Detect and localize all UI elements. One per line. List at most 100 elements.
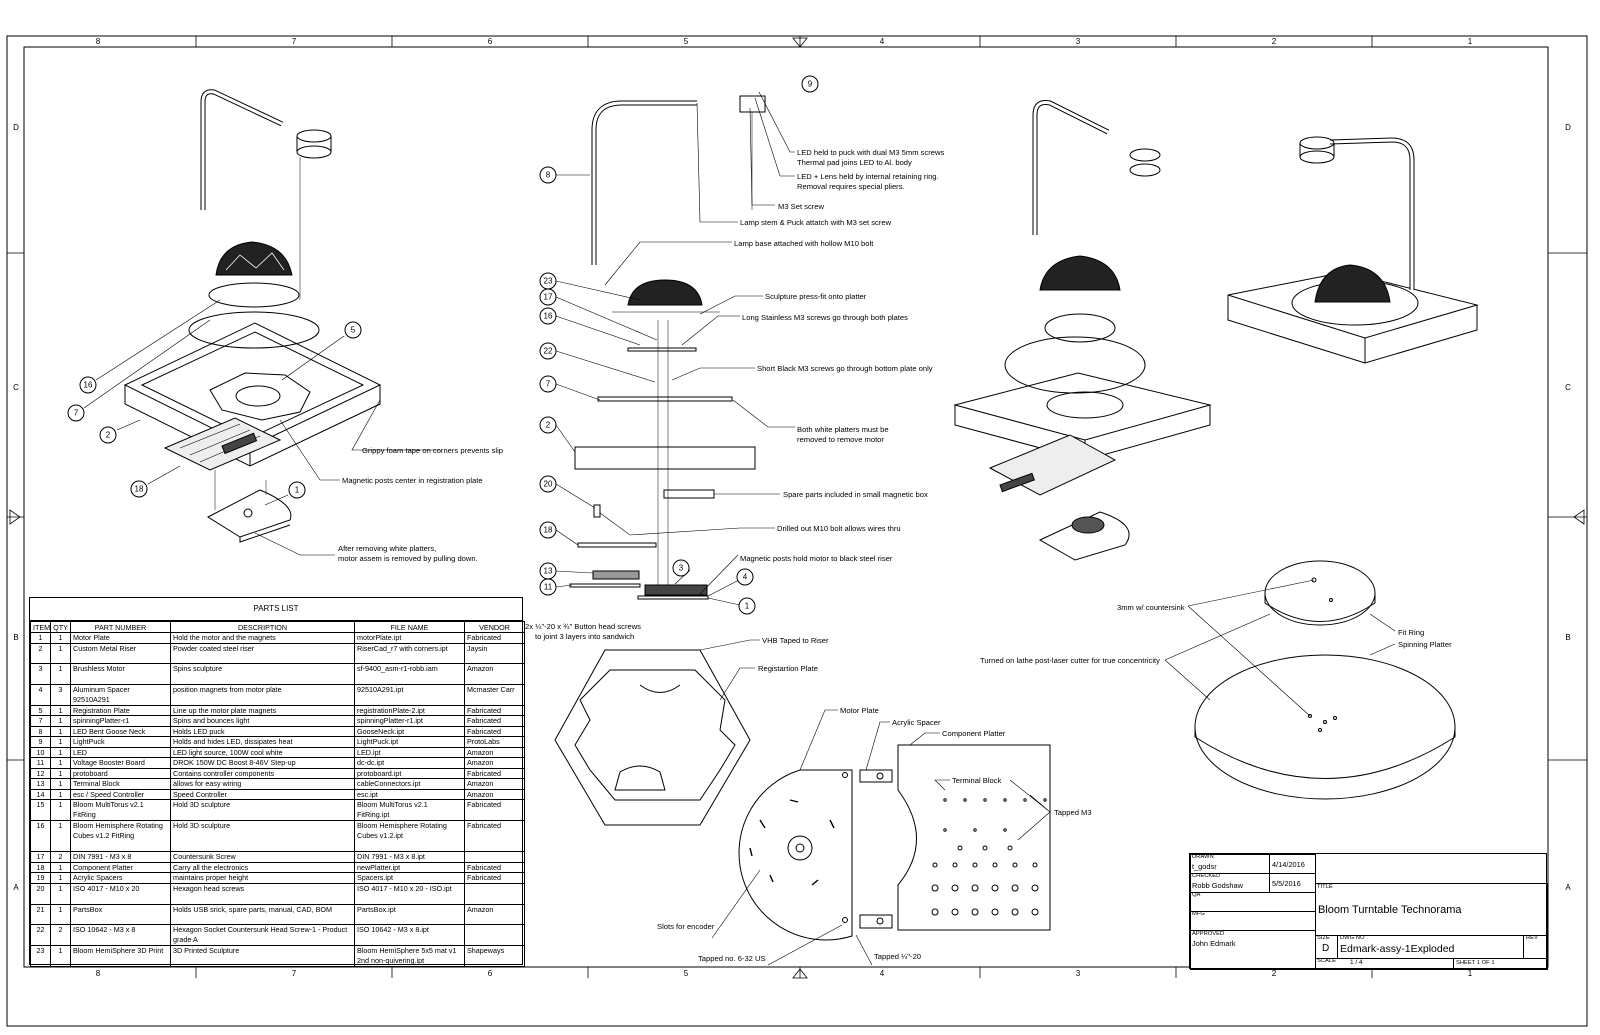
parts-cell-part-number: Aluminum Spacer 92510A291 xyxy=(70,684,171,706)
svg-text:2: 2 xyxy=(546,421,551,430)
outer-border xyxy=(6,35,1588,1027)
parts-cell-vendor: Fabricated xyxy=(464,872,525,884)
parts-cell-vendor: Fabricated xyxy=(464,705,525,716)
note-magnetic-posts-center: Magnetic posts center in registration pl… xyxy=(342,476,483,485)
note-fit-ring: Fit Ring xyxy=(1398,628,1424,637)
zone-col-8-bottom: 8 xyxy=(96,969,101,978)
parts-cell-item: 13 xyxy=(30,778,51,790)
balloon-20: 20 xyxy=(539,475,557,493)
sheet-number: SHEET 1 OF 1 xyxy=(1456,960,1495,966)
note-vhb: VHB Taped to Riser xyxy=(762,636,829,645)
parts-cell-description: Speed Controller xyxy=(170,789,355,800)
zone-col-4: 4 xyxy=(880,37,885,46)
zone-col-2: 2 xyxy=(1272,37,1277,46)
parts-cell-description: Powder coated steel riser xyxy=(170,643,355,664)
parts-cell-qty: 1 xyxy=(50,663,71,685)
parts-cell-qty: 1 xyxy=(50,726,71,737)
col-vendor: VENDOR xyxy=(464,621,525,633)
note-tapped-m3: Tapped M3 xyxy=(1054,808,1092,817)
svg-text:3: 3 xyxy=(679,564,684,573)
parts-cell-qty: 1 xyxy=(50,883,71,905)
parts-header-row: ITEM QTY PART NUMBER DESCRIPTION FILE NA… xyxy=(30,621,525,633)
parts-cell-part-number: DIN 7991 - M3 x 8 xyxy=(70,851,171,863)
note-spinning-platter: Spinning Platter xyxy=(1398,640,1452,649)
parts-cell-description: Holds and hides LED, dissipates heat xyxy=(170,736,355,748)
svg-text:5: 5 xyxy=(351,326,356,335)
parts-cell-qty: 1 xyxy=(50,789,71,800)
svg-text:4: 4 xyxy=(743,573,748,582)
parts-cell-qty: 2 xyxy=(50,924,71,946)
parts-cell-file-name: cableConnectors.ipt xyxy=(354,778,465,790)
zone-col-7-bottom: 7 xyxy=(292,969,297,978)
inner-border xyxy=(23,46,1549,968)
parts-cell-file-name: Bloom Hemisphere Rotating Cubes v1.2.ipt xyxy=(354,820,465,852)
balloon-1-middle: 1 xyxy=(738,597,756,615)
parts-cell-qty: 1 xyxy=(50,778,71,790)
assembled-view xyxy=(1227,136,1479,364)
note-turned-lathe: Turned on lathe post-laser cutter for tr… xyxy=(980,656,1160,665)
zone-row-c-right: C xyxy=(1565,383,1571,392)
parts-cell-item: 15 xyxy=(30,799,51,821)
parts-cell-file-name: Bloom MultiTorus v2.1 FitRing.ipt xyxy=(354,799,465,821)
registration-plate-view xyxy=(554,639,760,826)
flat-parts-view xyxy=(711,709,1051,966)
parts-cell-item: 1 xyxy=(30,632,51,643)
parts-cell-item: 11 xyxy=(30,757,51,769)
parts-cell-vendor: Fabricated xyxy=(464,862,525,873)
parts-cell-description: Contains controller components xyxy=(170,768,355,779)
parts-cell-qty: 1 xyxy=(50,643,71,664)
parts-table: ITEM QTY PART NUMBER DESCRIPTION FILE NA… xyxy=(30,621,525,967)
dwg-label: DWG NO xyxy=(1340,935,1365,941)
parts-cell-item: 20 xyxy=(30,883,51,905)
note-m3-set-screw: M3 Set screw xyxy=(778,202,825,211)
balloon-5-left: 5 xyxy=(344,321,362,339)
rev-label: REV xyxy=(1526,935,1538,941)
parts-cell-qty: 1 xyxy=(50,736,71,748)
parts-cell-file-name: motorPlate.ipt xyxy=(354,632,465,643)
parts-cell-file-name: sf-9400_asm-r1-robb.iam xyxy=(354,663,465,685)
zone-col-6: 6 xyxy=(488,37,493,46)
parts-cell-file-name: newPlatter.ipt xyxy=(354,862,465,873)
parts-cell-part-number: PartsBox xyxy=(70,904,171,925)
parts-cell-qty: 1 xyxy=(50,705,71,716)
parts-cell-item: 9 xyxy=(30,736,51,748)
annotation-notes: Grippy foam tape on corners prevents sli… xyxy=(338,148,1452,963)
parts-cell-description: 3D Printed Sculpture xyxy=(170,945,355,967)
parts-cell-description: Hold the motor and the magnets xyxy=(170,632,355,643)
parts-cell-vendor: Amazon xyxy=(464,789,525,800)
parts-cell-qty: 3 xyxy=(50,684,71,706)
parts-cell-part-number: Custom Metal Riser xyxy=(70,643,171,664)
checked-date: 5/5/2016 xyxy=(1272,879,1301,888)
zone-row-b: B xyxy=(13,633,18,642)
drawn-label: DRAWN xyxy=(1192,854,1214,860)
parts-cell-part-number: ISO 10642 - M3 x 8 xyxy=(70,924,171,946)
svg-text:1: 1 xyxy=(295,486,300,495)
zone-col-1: 1 xyxy=(1468,37,1473,46)
parts-cell-file-name: ISO 10642 - M3 x 8.ipt xyxy=(354,924,465,946)
zone-col-2-bottom: 2 xyxy=(1272,969,1277,978)
parts-cell-vendor: Amazon xyxy=(464,757,525,769)
svg-text:16: 16 xyxy=(544,312,553,321)
svg-text:7: 7 xyxy=(74,409,79,418)
parts-cell-description: Holds LED puck xyxy=(170,726,355,737)
platter-views xyxy=(1164,560,1456,800)
col-qty: QTY xyxy=(50,621,71,633)
col-item: ITEM xyxy=(30,621,51,633)
parts-cell-description: Hold 3D sculpture xyxy=(170,820,355,852)
parts-cell-description: LED light source, 100W cool white xyxy=(170,747,355,758)
zone-col-3-bottom: 3 xyxy=(1076,969,1081,978)
parts-cell-qty: 1 xyxy=(50,904,71,925)
parts-cell-description: Hexagon head screws xyxy=(170,883,355,905)
note-led-lens-1: LED + Lens held by internal retaining ri… xyxy=(797,172,939,181)
parts-cell-qty: 1 xyxy=(50,862,71,873)
note-tapped-quarter: Tapped ¼"-20 xyxy=(874,952,921,961)
parts-cell-qty: 1 xyxy=(50,872,71,884)
